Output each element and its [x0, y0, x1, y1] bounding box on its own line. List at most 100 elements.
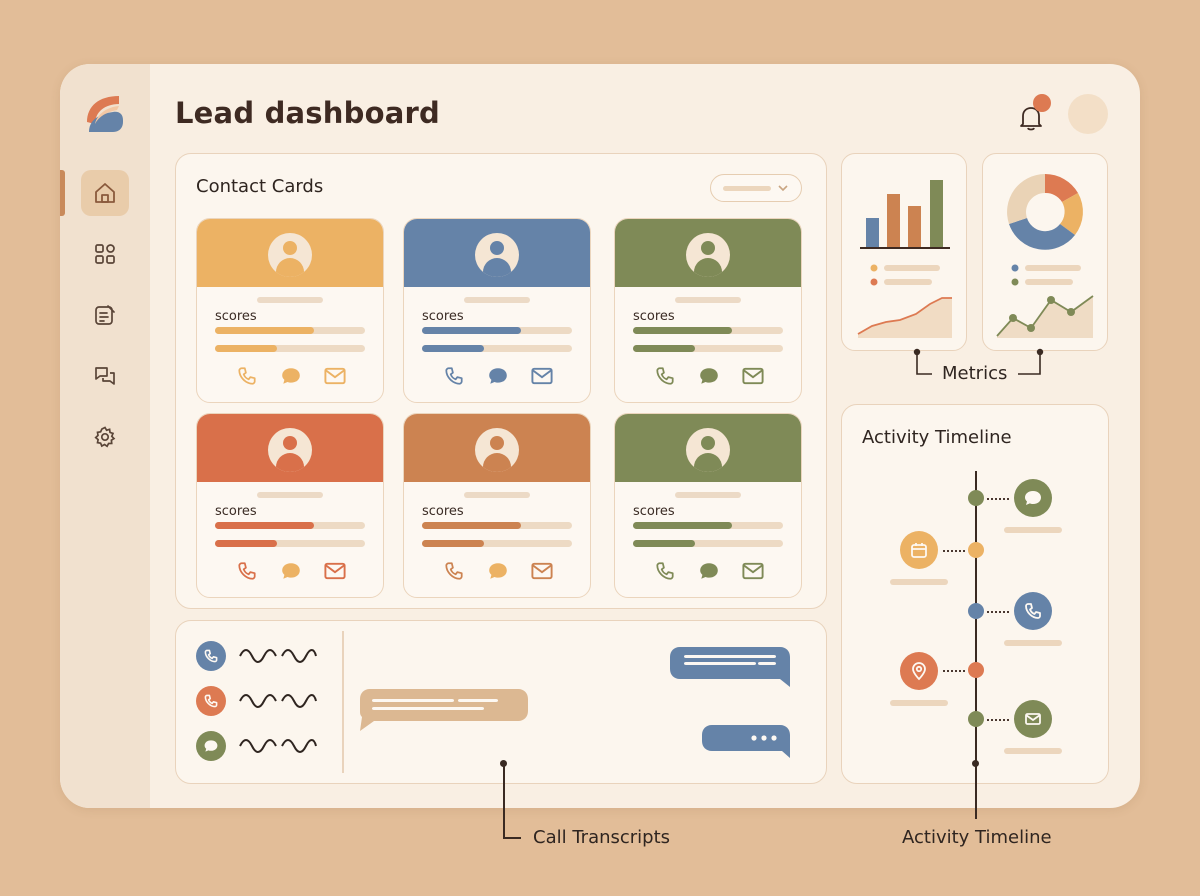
- score-bar: [215, 540, 365, 547]
- timeline-email-event[interactable]: [1014, 700, 1052, 738]
- score-bar-fill: [422, 540, 484, 547]
- sidebar-item-home[interactable]: [81, 170, 129, 216]
- email-button[interactable]: [323, 364, 347, 388]
- timeline-axis: [975, 471, 977, 771]
- contact-card[interactable]: scores: [403, 413, 591, 598]
- score-bar: [633, 345, 783, 352]
- score-bar-fill: [215, 327, 314, 334]
- call-button[interactable]: [235, 364, 259, 388]
- active-nav-marker: [60, 170, 65, 216]
- chat-bubble-icon: [1025, 491, 1041, 505]
- metric-card-donut[interactable]: [982, 153, 1108, 351]
- score-bar: [633, 522, 783, 529]
- email-button[interactable]: [530, 364, 554, 388]
- contact-card[interactable]: scores: [614, 218, 802, 403]
- contact-name-placeholder: [675, 492, 741, 498]
- score-bar: [422, 540, 572, 547]
- chat-icon: [95, 367, 115, 385]
- gear-icon: [94, 426, 116, 448]
- chat-bubble-icon: [204, 740, 218, 752]
- sidebar-item-messages[interactable]: [81, 353, 129, 399]
- score-bar: [633, 540, 783, 547]
- score-bar-fill: [633, 522, 732, 529]
- call-entry-phone-2[interactable]: [196, 686, 226, 716]
- sidebar-item-apps[interactable]: [81, 231, 129, 277]
- phone-icon: [445, 367, 463, 385]
- sidebar-item-settings[interactable]: [81, 414, 129, 460]
- bar-chart-mini: [857, 180, 952, 338]
- timeline-calendar-event[interactable]: [900, 531, 938, 569]
- score-bar-fill: [422, 345, 484, 352]
- call-button[interactable]: [653, 559, 677, 583]
- mail-icon: [742, 367, 764, 385]
- score-bar-fill: [422, 522, 521, 529]
- contact-avatar: [475, 233, 519, 277]
- score-bar-fill: [633, 345, 695, 352]
- sidebar-item-notes[interactable]: [81, 292, 129, 338]
- email-button[interactable]: [741, 364, 765, 388]
- scores-label: scores: [215, 504, 257, 519]
- timeline-call-event[interactable]: [1014, 592, 1052, 630]
- timeline-location-event[interactable]: [900, 652, 938, 690]
- contact-avatar: [268, 233, 312, 277]
- contact-name-placeholder: [675, 297, 741, 303]
- filter-dropdown[interactable]: [710, 174, 802, 202]
- phone-icon: [204, 694, 218, 708]
- chat-bubble-icon: [700, 368, 718, 384]
- metric-card-bars[interactable]: [841, 153, 967, 351]
- contact-card[interactable]: scores: [403, 218, 591, 403]
- message-button[interactable]: [486, 364, 510, 388]
- waveform-icon: [239, 649, 317, 663]
- score-bar-fill: [215, 522, 314, 529]
- user-avatar[interactable]: [1068, 94, 1108, 134]
- contact-card[interactable]: scores: [196, 218, 384, 403]
- score-bar-fill: [422, 327, 521, 334]
- metrics-label: Metrics: [942, 363, 1008, 384]
- call-button[interactable]: [235, 559, 259, 583]
- scores-label: scores: [633, 309, 675, 324]
- email-button[interactable]: [323, 559, 347, 583]
- message-button[interactable]: [697, 364, 721, 388]
- message-button[interactable]: [486, 559, 510, 583]
- phone-icon: [204, 649, 218, 663]
- call-button[interactable]: [653, 364, 677, 388]
- message-bubble-blue: [670, 647, 790, 687]
- message-button[interactable]: [279, 364, 303, 388]
- message-button[interactable]: [697, 559, 721, 583]
- chat-bubble-icon: [489, 368, 507, 384]
- call-button[interactable]: [442, 364, 466, 388]
- timeline-node: [968, 603, 984, 619]
- email-button[interactable]: [741, 559, 765, 583]
- score-bar: [422, 345, 572, 352]
- phone-icon: [1025, 603, 1041, 619]
- message-bubble-tan: [360, 689, 528, 731]
- scores-label: scores: [422, 504, 464, 519]
- scores-label: scores: [215, 309, 257, 324]
- phone-icon: [656, 367, 674, 385]
- bell-icon[interactable]: [1015, 102, 1047, 134]
- page-title: Lead dashboard: [175, 96, 440, 130]
- contact-name-placeholder: [257, 492, 323, 498]
- phone-icon: [238, 562, 256, 580]
- mail-icon: [531, 367, 553, 385]
- phone-icon: [238, 367, 256, 385]
- map-pin-icon: [912, 662, 926, 681]
- notes-icon: [95, 305, 115, 325]
- email-button[interactable]: [530, 559, 554, 583]
- waveform-icon: [239, 739, 317, 753]
- message-button[interactable]: [279, 559, 303, 583]
- contact-card[interactable]: scores: [614, 413, 802, 598]
- chat-bubble-icon: [700, 563, 718, 579]
- score-bar: [422, 522, 572, 529]
- call-button[interactable]: [442, 559, 466, 583]
- contact-card[interactable]: scores: [196, 413, 384, 598]
- call-entry-phone[interactable]: [196, 641, 226, 671]
- grid-icon: [95, 244, 115, 264]
- timeline-chat-event[interactable]: [1014, 479, 1052, 517]
- call-entry-chat[interactable]: [196, 731, 226, 761]
- activity-timeline-title: Activity Timeline: [862, 427, 1012, 448]
- contact-avatar: [686, 233, 730, 277]
- scores-label: scores: [422, 309, 464, 324]
